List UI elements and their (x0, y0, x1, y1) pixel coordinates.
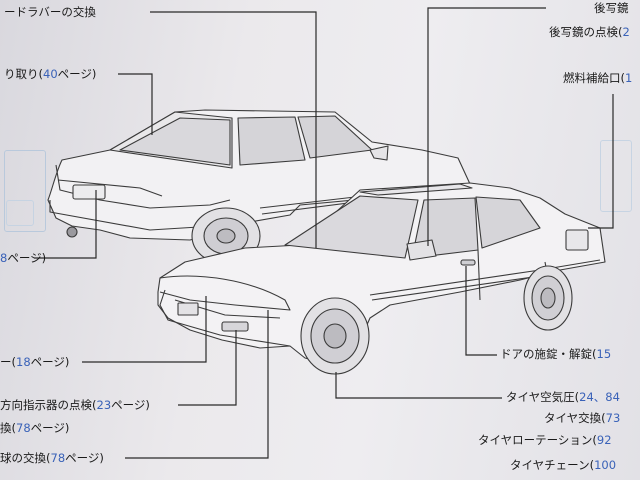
label-mirror: 後写鏡 (594, 1, 629, 15)
background-panel (600, 140, 632, 212)
label-tire-replacement: タイヤ交換(73 (544, 411, 621, 425)
label-rear-left-ref: 8ページ) (0, 251, 47, 265)
label-tire-pressure: タイヤ空気圧(24、84 (506, 390, 620, 404)
label-replace-ref: 換(78ページ) (0, 421, 70, 435)
label-front-left-ref: ー(18ページ) (0, 355, 70, 369)
label-wiper-blade: ードラバーの交換 (4, 5, 96, 19)
label-removal: り取り(40ページ) (4, 67, 97, 81)
label-fuel-lid: 燃料補給口(1 (563, 71, 633, 85)
label-door-lock: ドアの施錠・解錠(15 (500, 347, 612, 361)
label-tire-rotation: タイヤローテーション(92 (478, 433, 612, 447)
background-panel (4, 150, 46, 232)
leader-lines (34, 7, 614, 459)
label-mirror-check: 後写鏡の点検(2 (549, 25, 630, 39)
front-car-drawing (157, 182, 606, 375)
label-tire-chain: タイヤチェーン(100 (510, 458, 617, 472)
background-panel (6, 200, 34, 226)
label-bulb-replacement: 球の交換(78ページ) (0, 451, 104, 465)
label-turn-signal: 方向指示器の点検(23ページ) (0, 398, 150, 412)
